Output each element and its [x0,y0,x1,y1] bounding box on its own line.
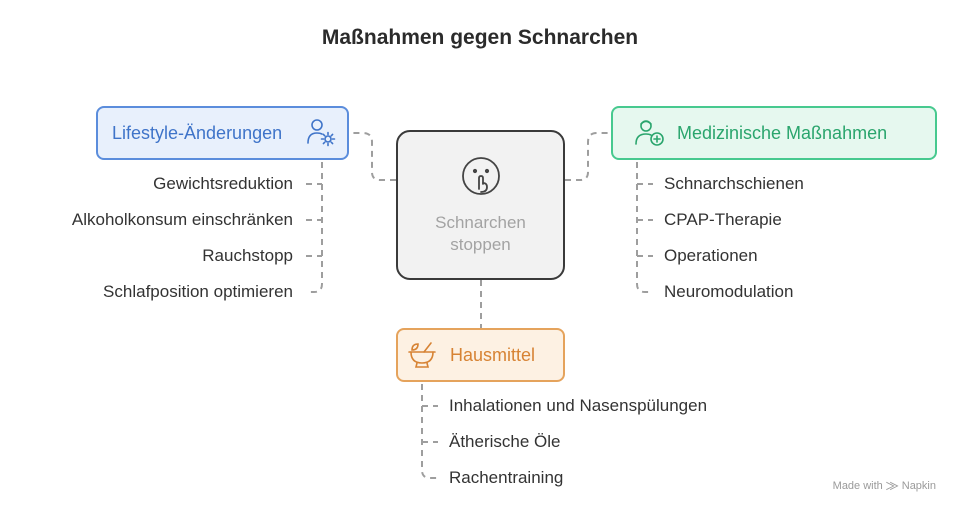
medical-item: Schnarchschienen [664,174,804,193]
home-remedy-item: Ätherische Öle [449,432,561,451]
medical-item: CPAP-Therapie [664,210,782,229]
page-title: Maßnahmen gegen Schnarchen [321,26,639,49]
connector-center-medical [565,132,611,181]
doctor-plus-icon [635,120,664,146]
lifestyle-item: Rauchstopp [202,246,293,265]
home-remedies-box: Hausmittel [396,328,565,382]
home-remedy-item: Rachentraining [449,468,564,487]
center-label-line1: Schnarchen [435,213,526,232]
medical-item: Neuromodulation [664,282,794,301]
napkin-watermark[interactable]: Made with ⨠ Napkin [832,480,936,492]
connector-home-list [421,384,438,479]
center-label: Schnarchen stoppen [398,212,563,256]
center-label-line2: stoppen [450,235,511,254]
home-remedy-item: Inhalationen und Nasenspülungen [449,396,708,415]
connector-center-lifestyle [350,132,396,181]
connector-lifestyle-list [306,162,323,293]
lifestyle-item: Gewichtsreduktion [153,174,293,193]
medical-box: Medizinische Maßnahmen [611,106,937,160]
person-gear-icon [307,119,336,147]
mortar-pestle-icon [408,342,436,368]
home-remedies-label: Hausmittel [450,344,536,365]
lifestyle-item: Alkoholkonsum einschränken [71,210,293,229]
connector-medical-list [636,162,653,293]
lifestyle-box: Lifestyle-Änderungen [96,106,349,160]
medical-label: Medizinische Maßnahmen [677,122,888,143]
lifestyle-item: Schlafposition optimieren [103,282,293,301]
lifestyle-label: Lifestyle-Änderungen [112,122,283,143]
shush-face-icon [462,157,500,195]
medical-item: Operationen [664,246,758,265]
center-box: Schnarchen stoppen [396,130,565,280]
